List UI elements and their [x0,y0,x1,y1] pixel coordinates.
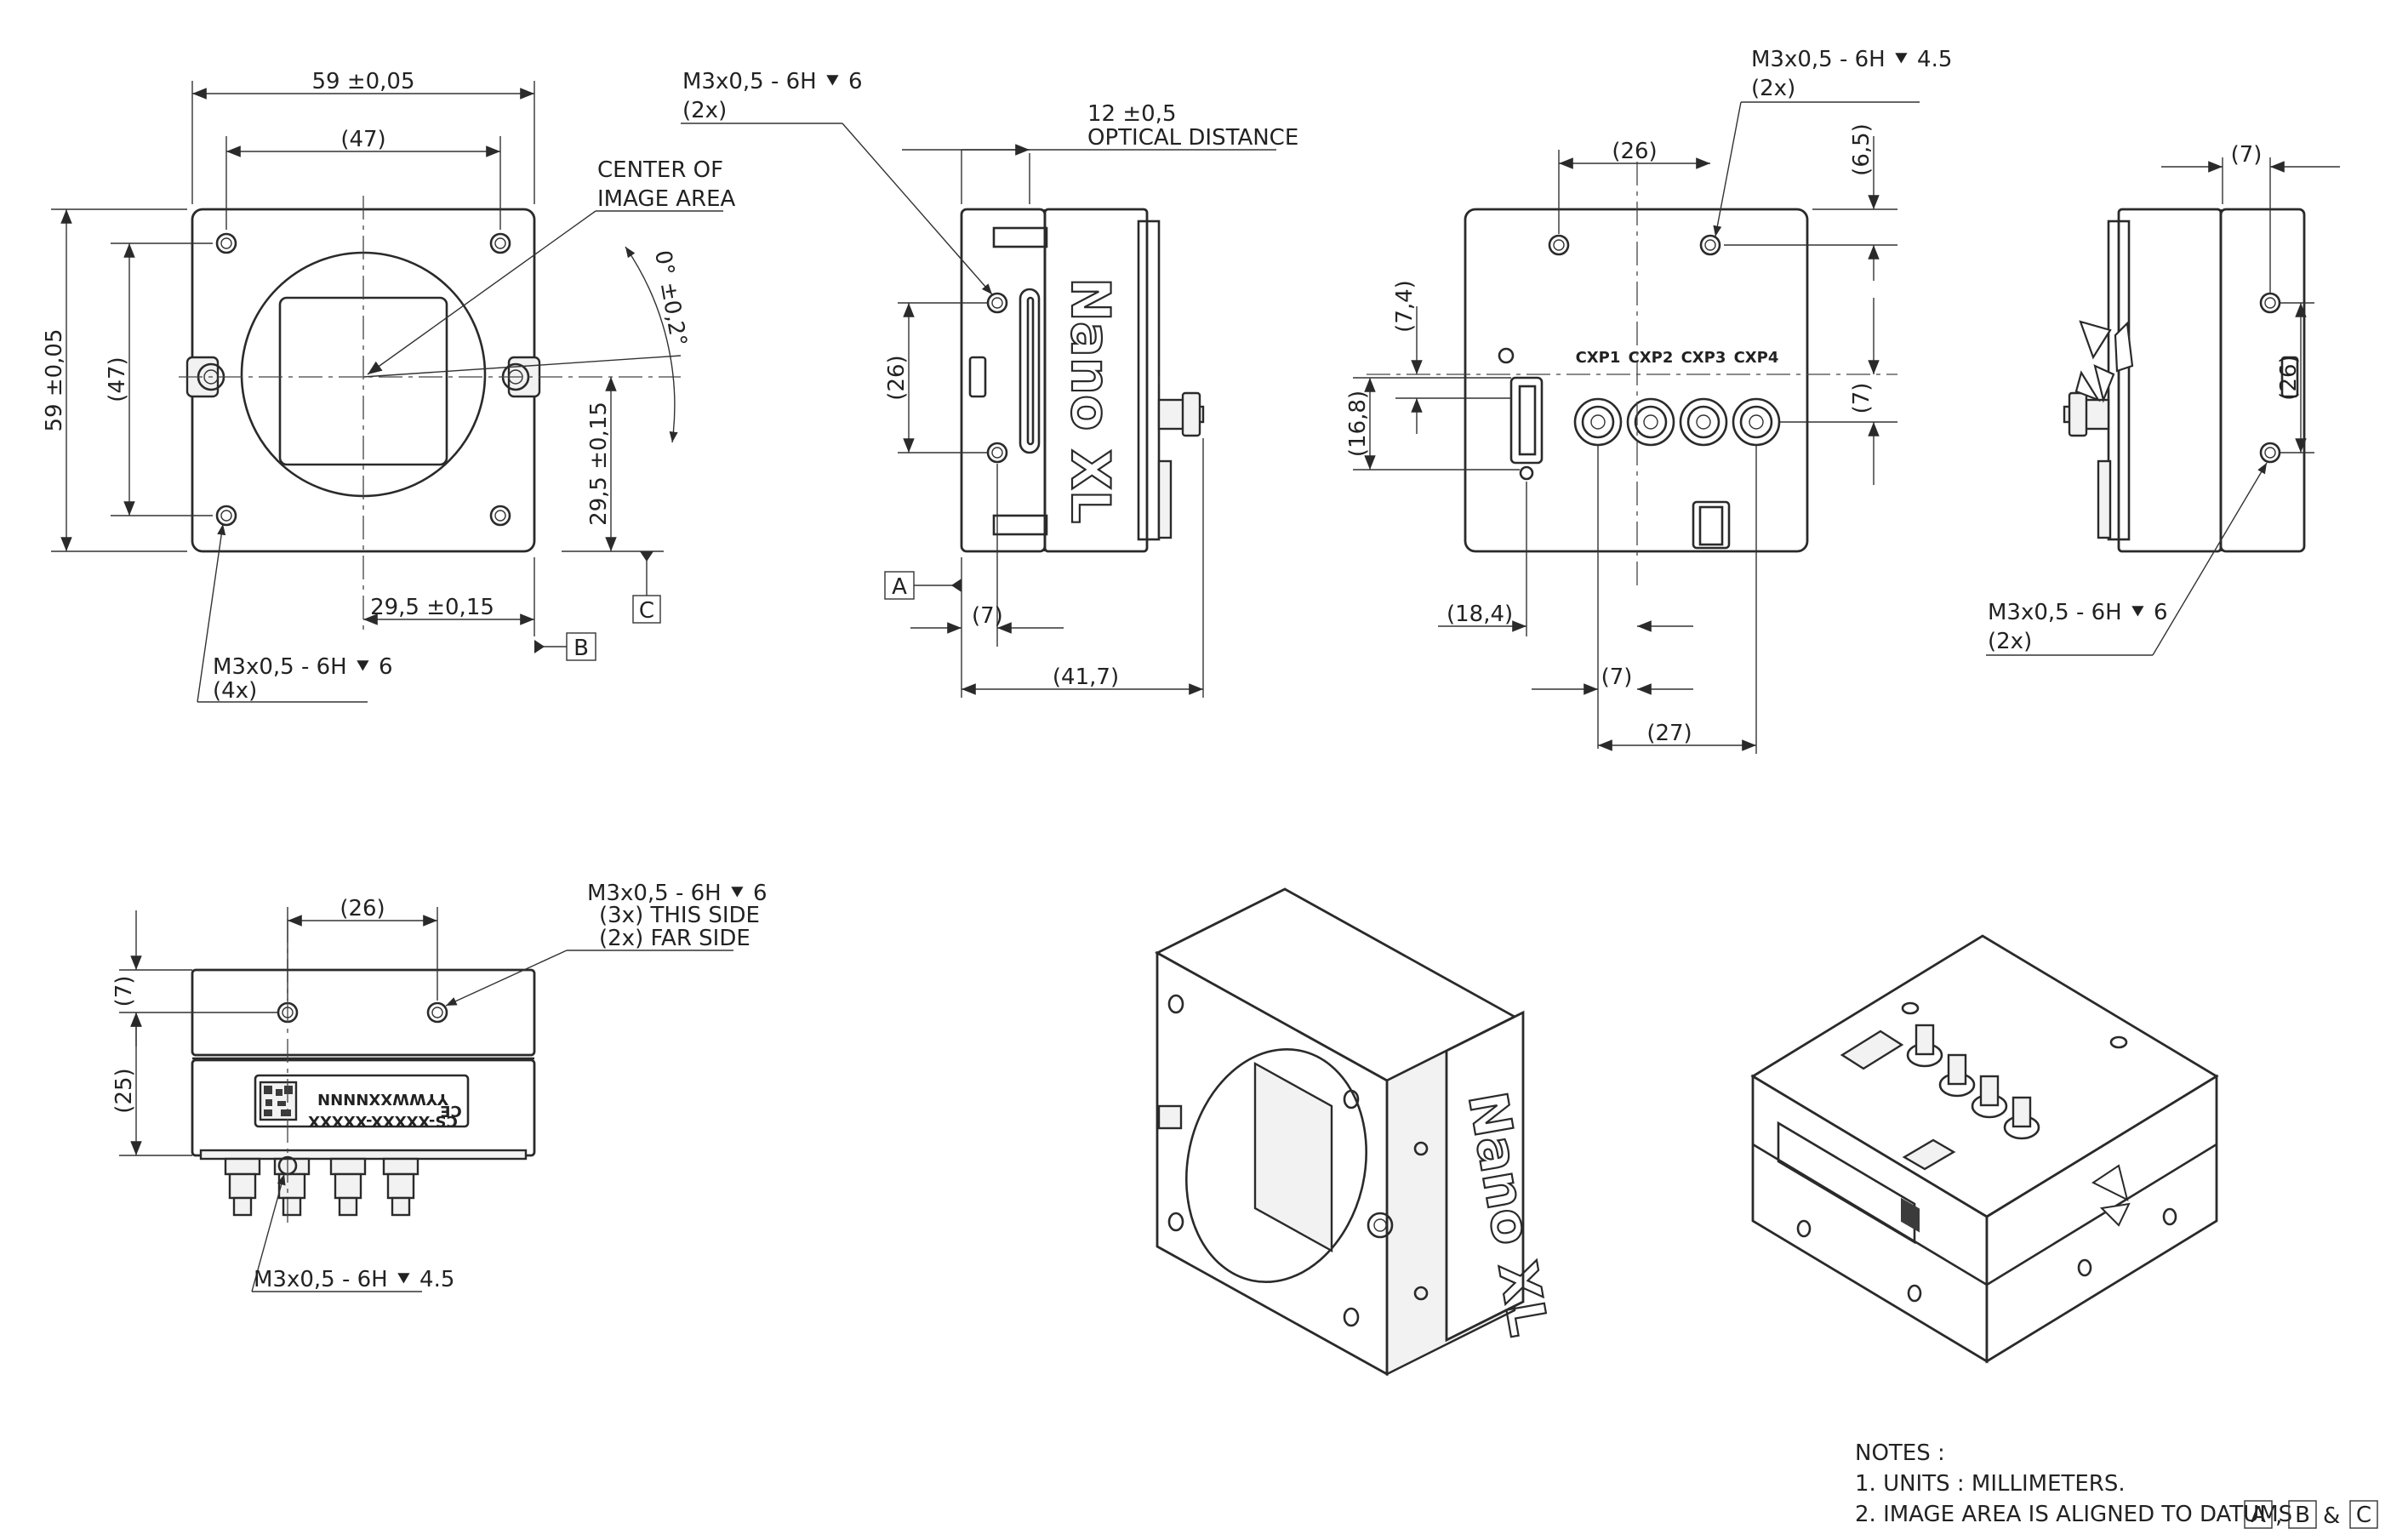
center-label-2: IMAGE AREA [597,186,736,212]
top-thread-spec: M3x0,5 - 6H ⯆ 6 [587,881,768,906]
side-offset: (7) [972,603,1003,629]
side-view-left: Nano XL 12 ±0,5 OPTICAL DISTANCE M3x0,5 … [681,69,1298,698]
side-thread-qty: (2x) [682,98,727,123]
note-sep-1: , [2275,1503,2282,1529]
notes: NOTES : 1. UNITS : MILLIMETERS. 2. IMAGE… [1855,1440,2378,1529]
front-body [191,208,536,553]
rear-bottom-span: (27) [1646,721,1692,746]
dim-hole-spacing-side: (47) [105,356,130,402]
label-line-1: YYWWXXNNNN [317,1090,449,1108]
dim-vertical-offset: 29,5 ±0,15 [586,402,612,526]
iso-rear-view [1750,934,2219,1364]
teledyne-logo [2074,320,2134,403]
iso-ports [1906,1024,2040,1140]
label-line-2: CS-XXXXX-XXXXX [308,1112,458,1130]
rear-top-offset: (6,5) [1849,123,1875,176]
iso-front-view: Nano XL [1154,887,1561,1377]
note-sep-2: & [2323,1503,2340,1529]
rear-thread-spec: M3x0,5 - 6H ⯆ 4.5 [1751,47,1952,72]
rear-bottom-offset: (7) [1601,664,1633,690]
side-thread-spec: M3x0,5 - 6H ⯆ 6 [682,69,863,94]
port-label-cxp4: CXP4 [1734,349,1779,367]
rear-hole-spacing: (26) [1612,139,1657,164]
rear-view: CXP1 CXP2 CXP3 CXP4 M3x0,5 - 6H ⯆ 4.5 (2… [1345,47,1952,754]
front-thread-spec: M3x0,5 - 6H ⯆ 6 [213,654,393,680]
top-bottom-thread: M3x0,5 - 6H ⯆ 4.5 [254,1267,454,1292]
right-thread-qty: (2x) [1988,629,2032,654]
bottom-connectors [224,1155,419,1217]
note-1: 1. UNITS : MILLIMETERS. [1855,1471,2126,1497]
side-brand: Nano XL [1059,277,1121,523]
right-hole-spacing: (26) [2276,355,2302,400]
side-view-right: (7) (26) M3x0,5 - 6H ⯆ 6 (2x) [1986,142,2340,656]
mount-holes [215,232,511,527]
dim-horizontal-offset: 29,5 ±0,15 [370,595,494,620]
port-label-cxp2: CXP2 [1629,349,1674,367]
cxp-ports [1573,397,1781,447]
top-view: YYWWXXNNNN CS-XXXXX-XXXXX CE (26) (7) (2… [111,881,768,1292]
dim-height: 59 ±0,05 [42,328,67,431]
notes-heading: NOTES : [1855,1440,1945,1466]
datum-a-box: A [892,574,907,600]
side-depth: (41,7) [1053,664,1119,690]
rear-conn-height: (16,8) [1345,391,1371,457]
dim-width: 59 ±0,05 [311,69,414,94]
top-this-side: (3x) THIS SIDE [599,903,760,928]
top-hole-spacing: (26) [340,896,385,921]
note-2: 2. IMAGE AREA IS ALIGNED TO DATUMS [1855,1502,2292,1527]
angle-tolerance: 0° ±0,2° [649,248,691,348]
qr-code [264,1086,293,1116]
rear-conn-offset: (7,4) [1392,280,1418,333]
port-label-cxp3: CXP3 [1681,349,1726,367]
optical-distance-label: OPTICAL DISTANCE [1087,125,1298,151]
datum-b-box: B [573,636,589,661]
rear-right-offset: (7) [1849,383,1875,414]
datum-c-box: C [639,598,654,624]
dim-hole-spacing-top: (47) [340,127,385,152]
top-height: (25) [111,1068,137,1113]
rear-thread-qty: (2x) [1751,76,1795,101]
ce-mark: CE [440,1102,462,1120]
note-datum-b: B [2295,1503,2310,1528]
top-far-side: (2x) FAR SIDE [599,926,750,951]
rear-left-offset: (18,4) [1447,602,1513,627]
front-view: 59 ±0,05 (47) 59 ±0,05 (47) CENTER OF IM… [42,69,736,704]
top-offset: (7) [111,976,137,1007]
front-thread-qty: (4x) [213,678,257,704]
center-label-1: CENTER OF [597,157,723,183]
right-top-offset: (7) [2231,142,2263,168]
right-thread-spec: M3x0,5 - 6H ⯆ 6 [1988,600,2168,625]
note-datum-a: A [2251,1503,2266,1528]
note-datum-c: C [2356,1503,2371,1528]
port-label-cxp1: CXP1 [1576,349,1621,367]
optical-distance-value: 12 ±0,5 [1087,101,1176,127]
side-hole-spacing: (26) [884,355,910,400]
